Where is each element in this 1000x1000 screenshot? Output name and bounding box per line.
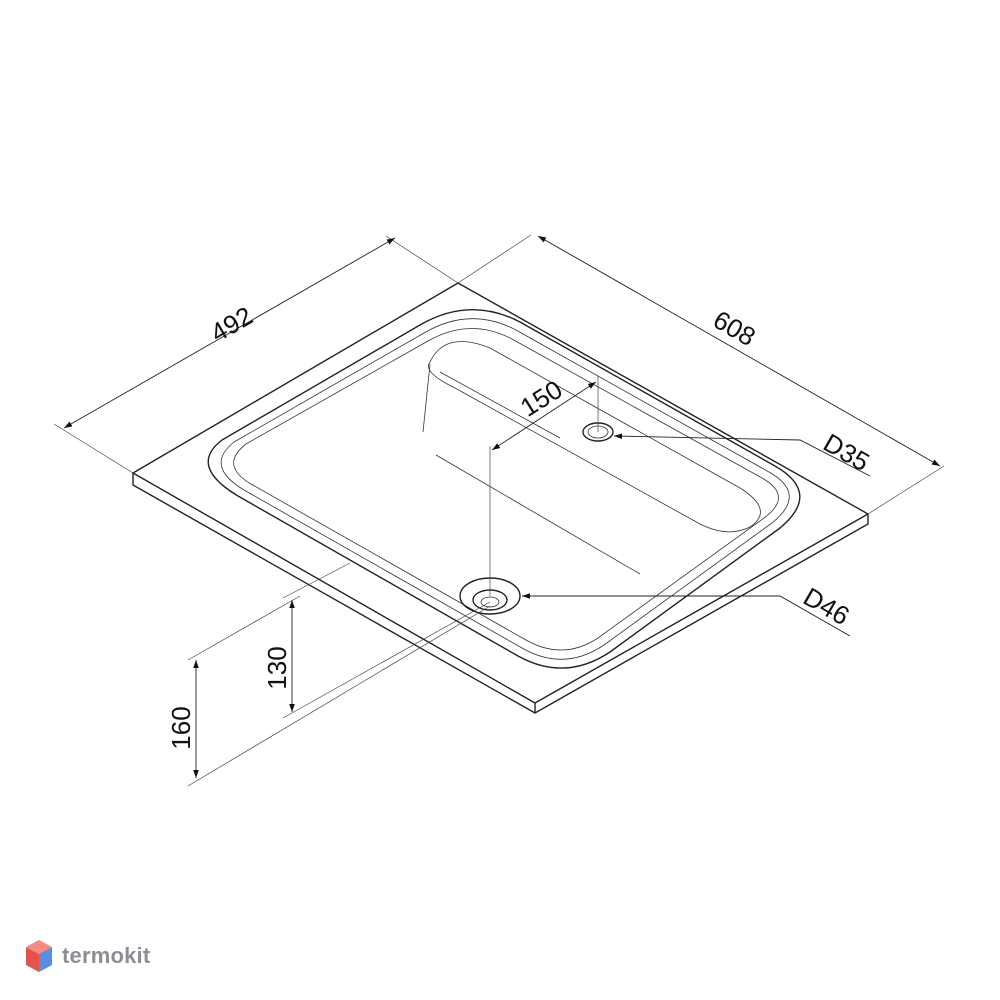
dimension-d46: D46 [522, 581, 855, 637]
cube-logo-icon [26, 940, 52, 972]
basin-bowl [207, 309, 801, 669]
dimension-160-label: 160 [166, 706, 196, 749]
dimension-d35: D35 [613, 427, 875, 477]
dimension-150-label: 150 [515, 374, 568, 422]
dimension-150: 150 [489, 374, 599, 596]
dimension-608-label: 608 [708, 304, 761, 352]
dimension-d46-label: D46 [798, 581, 854, 631]
termokit-logo: termokit [24, 934, 150, 978]
dimension-492-label: 492 [205, 300, 258, 348]
logo-text: termokit [62, 943, 151, 968]
dimension-160: 160 [166, 595, 491, 787]
dimension-d35-label: D35 [818, 427, 874, 477]
basin-slab [132, 282, 869, 714]
dimension-492: 492 [53, 235, 459, 474]
dimension-130-label: 130 [262, 646, 292, 689]
dimension-608: 608 [457, 234, 945, 515]
dimension-130: 130 [262, 562, 491, 719]
